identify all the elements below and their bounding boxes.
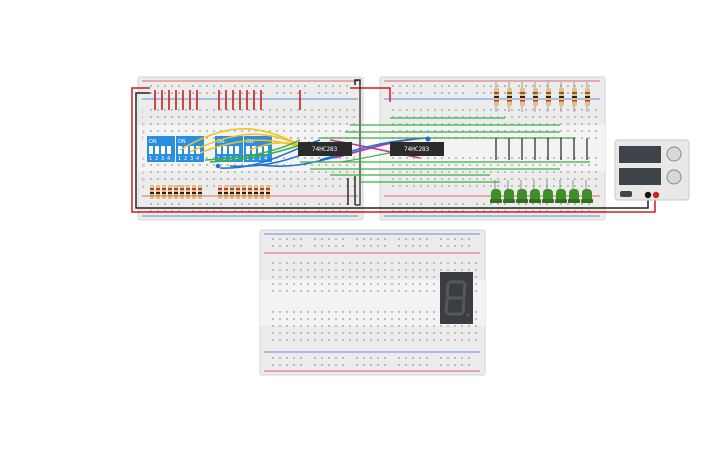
svg-text:1: 1: [178, 156, 181, 162]
svg-text:4: 4: [167, 156, 170, 162]
svg-text:ON: ON: [178, 139, 186, 145]
voltage-display: [619, 146, 661, 163]
adder-chip-1[interactable]: 74HC283: [298, 142, 352, 156]
dip-switch-1[interactable]: ON 1 2 3 4: [147, 136, 175, 162]
led: [556, 189, 566, 202]
svg-text:4: 4: [196, 156, 199, 162]
svg-text:1: 1: [149, 156, 152, 162]
svg-text:2: 2: [252, 156, 255, 162]
svg-text:b: b: [142, 177, 145, 182]
current-display: [619, 168, 661, 185]
breadboard-right[interactable]: [379, 76, 606, 221]
led: [504, 189, 514, 202]
current-knob[interactable]: [666, 169, 682, 185]
dip-lever: [155, 146, 159, 154]
power-supply[interactable]: [614, 139, 690, 201]
led: [491, 189, 501, 202]
led-resistors[interactable]: [494, 82, 590, 160]
led: [530, 189, 540, 202]
led: [569, 189, 579, 202]
dip-lever: [167, 146, 171, 154]
red-jumpers[interactable]: [154, 90, 356, 205]
dip-lever: [258, 146, 262, 154]
svg-text:2: 2: [184, 156, 187, 162]
dip-lever: [229, 146, 233, 154]
positive-terminal[interactable]: [652, 191, 660, 199]
negative-terminal[interactable]: [644, 191, 652, 199]
led: [517, 189, 527, 202]
svg-text:3: 3: [229, 156, 232, 162]
dip-lever: [246, 146, 250, 154]
row-letters: j i h g f e d c b a: [141, 108, 145, 189]
svg-text:h: h: [142, 122, 145, 127]
svg-text:1: 1: [246, 156, 249, 162]
svg-text:g: g: [142, 129, 145, 134]
dip-lever: [235, 146, 239, 154]
dip-lever: [217, 146, 221, 154]
svg-text:ON: ON: [149, 139, 157, 145]
dip-lever: [223, 146, 227, 154]
dip-lever: [264, 146, 268, 154]
dip-lever: [184, 146, 188, 154]
seven-segment-display[interactable]: [440, 272, 473, 324]
svg-text:3: 3: [190, 156, 193, 162]
pulldown-resistors[interactable]: [150, 185, 270, 199]
svg-text:4: 4: [264, 156, 267, 162]
dip-lever: [149, 146, 153, 154]
voltage-knob[interactable]: [666, 146, 682, 162]
svg-text:e: e: [142, 156, 145, 161]
svg-text:c: c: [142, 170, 144, 175]
svg-text:d: d: [142, 163, 145, 168]
svg-text:ON: ON: [246, 139, 254, 145]
svg-text:3: 3: [161, 156, 164, 162]
adder-chip-2[interactable]: 74HC283: [390, 142, 444, 156]
dip-lever: [196, 146, 200, 154]
svg-text:74HC283: 74HC283: [404, 146, 430, 153]
svg-text:a: a: [142, 184, 145, 189]
led: [543, 189, 553, 202]
leds[interactable]: [490, 180, 593, 203]
green-wires[interactable]: [215, 117, 590, 183]
dip-lever: [252, 146, 256, 154]
power-switch[interactable]: [620, 191, 632, 197]
svg-text:2: 2: [155, 156, 158, 162]
dip-lever: [161, 146, 165, 154]
dip-lever: [190, 146, 194, 154]
svg-text:f: f: [142, 136, 144, 141]
power-wires[interactable]: [131, 79, 656, 213]
svg-text:i: i: [142, 115, 143, 120]
svg-text:j: j: [141, 108, 143, 113]
svg-text:74HC283: 74HC283: [312, 146, 338, 153]
svg-text:3: 3: [258, 156, 261, 162]
svg-text:ON: ON: [217, 139, 225, 145]
led: [582, 189, 592, 202]
